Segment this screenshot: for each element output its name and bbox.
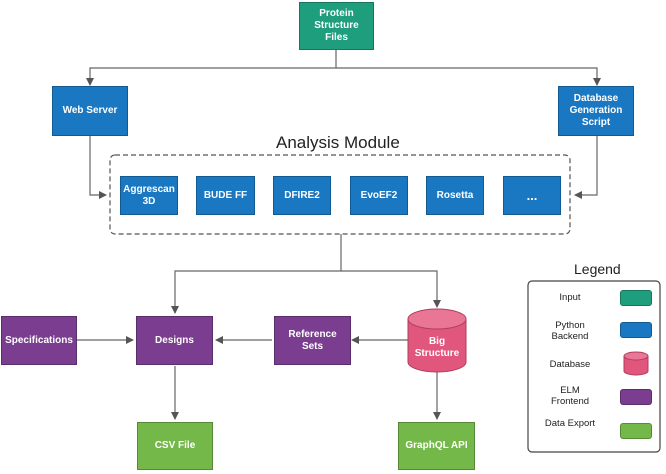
- rosetta-node: Rosetta: [426, 176, 484, 215]
- evoef2-node: EvoEF2: [350, 176, 408, 215]
- protein-structure-files-node: Protein Structure Files: [299, 2, 374, 50]
- legend-label-data-export: Data Export: [544, 418, 596, 429]
- legend-title: Legend: [574, 261, 621, 277]
- legend-label-elm-frontend: ELM Frontend: [550, 385, 590, 407]
- edge-analysis-bigstructure: [341, 270, 441, 308]
- legend-swatch-input: [620, 290, 652, 306]
- database-generation-script-node: Database Generation Script: [558, 86, 634, 136]
- graphql-api-node: GraphQL API: [398, 422, 475, 470]
- specifications-node: Specifications: [1, 316, 77, 365]
- csv-file-node: CSV File: [137, 422, 213, 470]
- reference-sets-node: Reference Sets: [274, 316, 351, 365]
- analysis-module-title: Analysis Module: [276, 133, 400, 152]
- legend-swatch-data-export: [620, 423, 652, 439]
- legend-label-database: Database: [549, 359, 591, 370]
- big-structure-cylinder: [407, 308, 467, 373]
- dfire2-node: DFIRE2: [273, 176, 331, 215]
- legend-label-input: Input: [559, 292, 581, 303]
- analysis-module-container: [109, 154, 571, 235]
- legend-label-python-backend: Python Backend: [551, 320, 589, 342]
- legend-swatch-elm-frontend: [620, 389, 652, 405]
- designs-node: Designs: [136, 316, 213, 365]
- edge-dbscript-analysis: [574, 136, 598, 199]
- edge-protein-webserver: [86, 50, 337, 86]
- legend-database-icon: [623, 351, 649, 376]
- web-server-node: Web Server: [52, 86, 128, 136]
- big-structure-label: Big Structure: [414, 336, 460, 359]
- aggrescan-3d-node: Aggrescan 3D: [120, 176, 178, 215]
- edge-analysis-designs: [171, 234, 342, 314]
- more-tools-node: ...: [503, 176, 561, 215]
- legend-swatch-python-backend: [620, 322, 652, 338]
- bude-ff-node: BUDE FF: [196, 176, 255, 215]
- edge-protein-dbscript: [336, 67, 601, 86]
- edge-webserver-analysis: [89, 136, 107, 199]
